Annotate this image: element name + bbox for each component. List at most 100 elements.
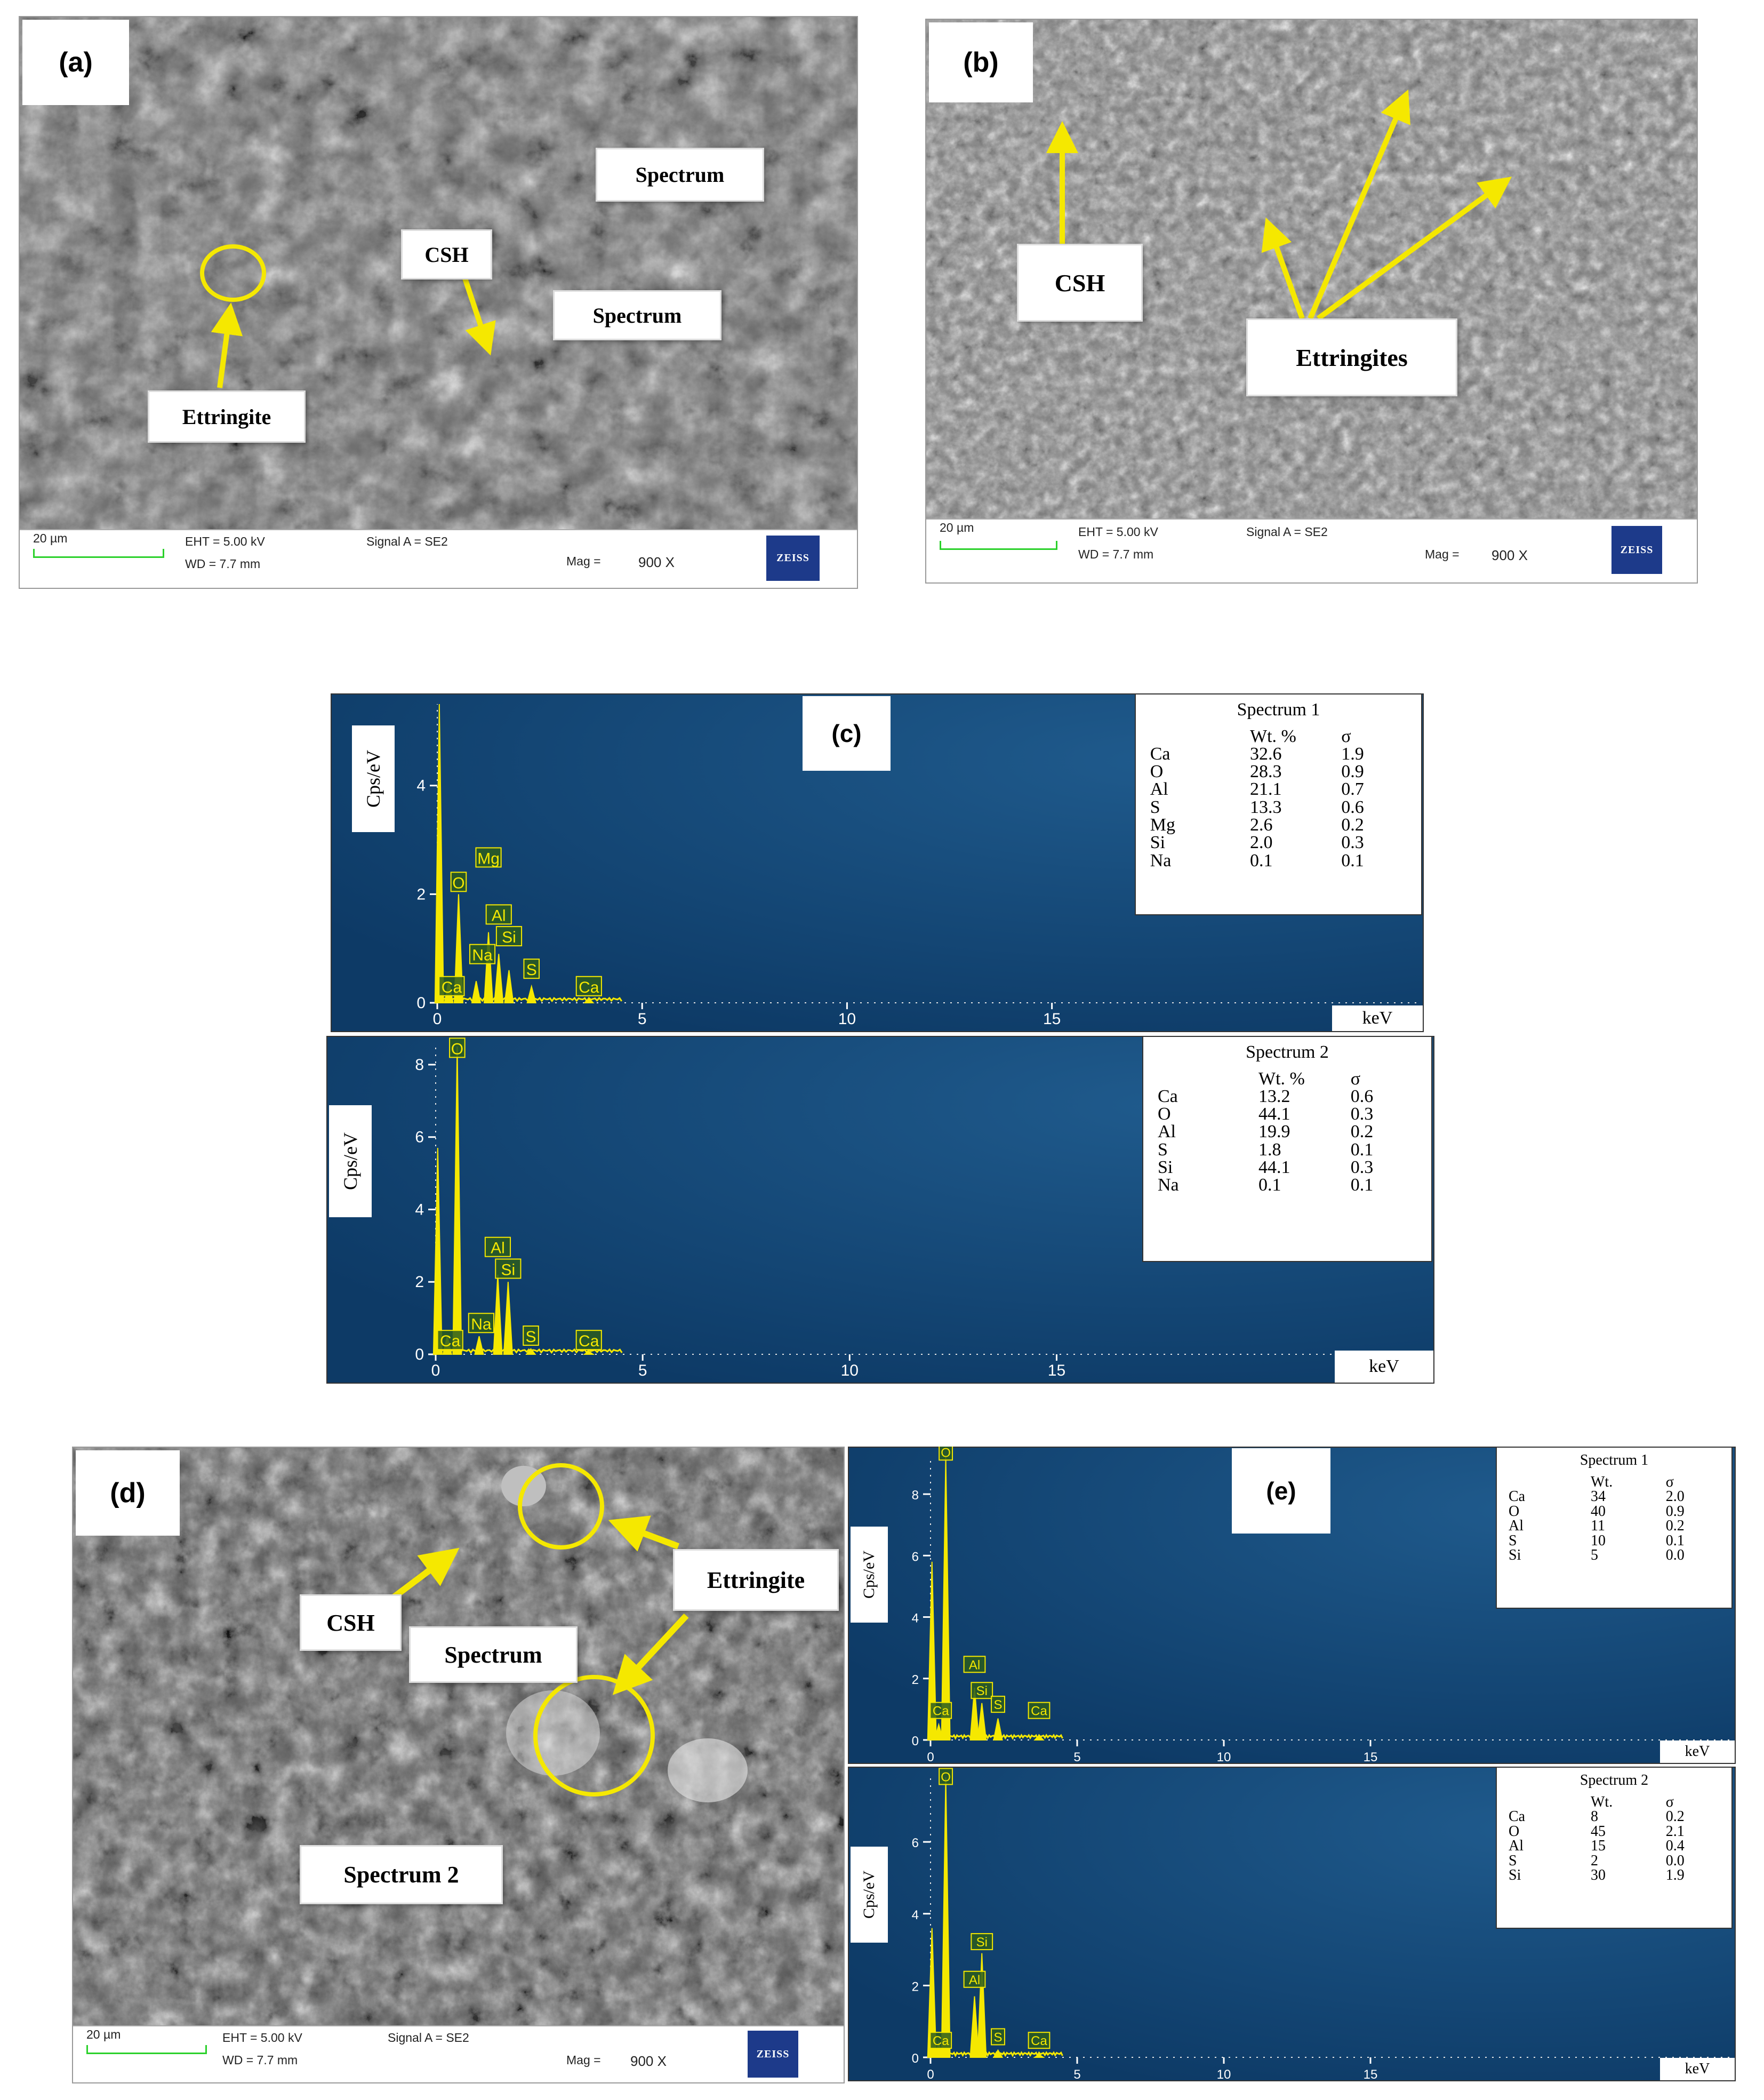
wd-readout: WD = 7.7 mm [1078, 547, 1154, 561]
arrow-ettringite-3 [1317, 177, 1512, 321]
spectrum-peak [941, 1777, 951, 2058]
table-header: Wt.σ [1591, 1794, 1674, 1810]
spectrum-peak [969, 1687, 980, 1740]
spectrum-peak [582, 1351, 595, 1355]
x-tick-label: 15 [1048, 1362, 1065, 1379]
scale-label: 20 µm [33, 531, 68, 545]
eht-readout: EHT = 5.00 kV [1078, 525, 1158, 539]
sem-panel-a: (a) Spectrum Spectrum CSH Ettringite 20 … [19, 16, 858, 589]
element-label: S [523, 1326, 539, 1346]
element-label: Si [495, 926, 523, 946]
x-tick-label: 0 [927, 2067, 934, 2081]
y-tick-label: 6 [415, 1129, 424, 1146]
zeiss-logo: ZEISS [748, 2031, 798, 2078]
svg-text:Si: Si [976, 1935, 988, 1950]
spectrum-peak [434, 704, 444, 1003]
x-tick-label: 0 [431, 1362, 440, 1379]
label-ettringite: Ettringite [148, 390, 306, 443]
element-label: Ca [929, 1702, 952, 1719]
element-label: Ca [438, 976, 465, 996]
y-axis-label: Cps/eV [851, 1847, 888, 1943]
element-label: Ca [929, 2032, 952, 2049]
svg-text:Ca: Ca [579, 1332, 599, 1350]
element-label: O [939, 1768, 953, 1785]
svg-text:Ca: Ca [1031, 2034, 1047, 2048]
panel-label-d: (d) [76, 1450, 180, 1536]
y-tick-label: 0 [912, 1734, 919, 1748]
spectrum-peak [969, 1996, 980, 2058]
arrow-csh [460, 269, 496, 356]
sem-databar-b: 20 µm EHT = 5.00 kV WD = 7.7 mm Signal A… [926, 518, 1697, 582]
y-tick-label: 0 [416, 994, 426, 1012]
y-tick-label: 2 [912, 1673, 919, 1687]
svg-text:Na: Na [471, 1315, 492, 1333]
mag-value: 900 X [630, 2053, 667, 2069]
scale-label: 20 µm [940, 521, 974, 534]
element-label: O [449, 1037, 466, 1058]
svg-text:O: O [941, 1770, 951, 1784]
sem-image-d [73, 1448, 844, 2026]
y-tick-label: 6 [912, 1836, 919, 1850]
sem-databar-a: 20 µm EHT = 5.00 kV WD = 7.7 mm Signal A… [20, 529, 857, 588]
label-spectrum-top: Spectrum [596, 148, 764, 202]
y-axis-label: Cps/eV [851, 1527, 888, 1623]
svg-text:Ca: Ca [933, 2034, 949, 2048]
spectrum-peak [1033, 1734, 1045, 1740]
label-ettringite-d: Ettringite [673, 1549, 839, 1611]
spectrum-peak [474, 1336, 484, 1355]
spectrum-peak [525, 1348, 536, 1355]
spectrum-peak [471, 981, 482, 1003]
y-tick-label: 4 [912, 1611, 919, 1626]
svg-text:Ca: Ca [440, 1332, 461, 1350]
scale-bar [33, 549, 164, 558]
spectrum-peak [993, 1718, 1003, 1740]
element-label: Ca [437, 1330, 463, 1351]
arrow-ettringite-bottom [612, 1613, 689, 1695]
mag-value: 900 X [1492, 547, 1528, 563]
table-header: Wt.σ [1591, 1474, 1674, 1490]
y-tick-label: 0 [912, 2051, 919, 2066]
y-axis-label: Cps/eV [352, 725, 395, 832]
element-label: Ca [1028, 2032, 1051, 2049]
element-label: Si [495, 1258, 522, 1279]
svg-text:Ca: Ca [1031, 1704, 1047, 1719]
spectrum-peak [934, 2041, 944, 2058]
mag-label: Mag = [566, 554, 601, 568]
label-spectrum-mid: Spectrum [553, 290, 721, 340]
panel-label-a: (a) [22, 20, 129, 105]
spectrum-peak [927, 1561, 937, 1740]
scale-label: 20 µm [86, 2027, 121, 2041]
spectrum-peak [992, 2049, 1004, 2058]
svg-text:Al: Al [969, 1973, 980, 1987]
spectrum-peak [483, 932, 494, 1003]
element-label: Al [963, 1970, 986, 1988]
svg-text:Mg: Mg [477, 850, 500, 867]
element-label: Al [963, 1656, 986, 1673]
x-tick-label: 15 [1364, 2067, 1378, 2081]
sem-panel-d: (d) CSH Spectrum Ettringite Spectrum 2 2… [72, 1447, 845, 2083]
spectrum-peak [503, 1282, 513, 1355]
element-label: Ca [1028, 1702, 1051, 1719]
label-spectrum2-d: Spectrum 2 [300, 1845, 503, 1904]
table-title: Spectrum 1 [1579, 1452, 1649, 1469]
circle-ettringite-top [518, 1463, 604, 1550]
element-label: Al [484, 1236, 511, 1257]
y-tick-label: 2 [416, 885, 426, 903]
spectrum-peak [934, 1722, 944, 1740]
svg-text:Si: Si [502, 929, 516, 946]
element-label: Na [468, 1313, 494, 1334]
spectrum-peak [453, 894, 463, 1003]
svg-text:O: O [941, 1447, 951, 1460]
